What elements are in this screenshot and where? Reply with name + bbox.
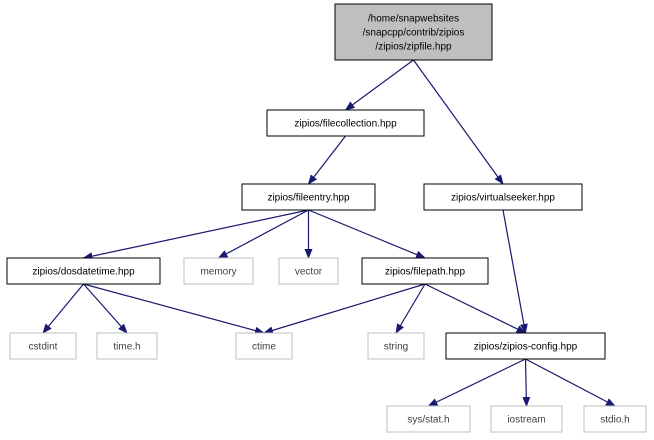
edge-dosdatetime-to-timeh (83, 283, 128, 334)
node-label: zipios/filecollection.hpp (294, 119, 397, 130)
node-string: string (367, 332, 425, 360)
node-label: vector (295, 267, 323, 278)
node-timeh: time.h (96, 332, 158, 360)
node-label: /zipios/zipfile.hpp (375, 42, 452, 53)
edge-filepath-to-ctime (263, 283, 426, 335)
node-label: zipios/virtualseeker.hpp (451, 193, 555, 204)
edge-line (344, 59, 414, 111)
edge-line (502, 209, 528, 334)
edge-zipfile-to-filecollection (344, 59, 414, 111)
edge-filecollection-to-fileentry (307, 135, 346, 185)
node-label: zipios/zipios-config.hpp (474, 342, 578, 353)
node-box (96, 332, 158, 360)
node-label: zipios/dosdatetime.hpp (32, 267, 135, 278)
node-box (490, 405, 563, 433)
node-cstdint: cstdint (9, 332, 77, 360)
edge-line (395, 283, 426, 334)
node-zipfile[interactable]: /home/snapwebsites/snapcpp/contrib/zipio… (334, 3, 493, 61)
node-box (235, 332, 293, 360)
edges-layer (42, 59, 616, 407)
node-iostream: iostream (490, 405, 563, 433)
edge-line (522, 358, 531, 407)
node-label: zipios/fileentry.hpp (267, 193, 350, 204)
node-box (423, 183, 583, 211)
node-label: sys/stat.h (407, 415, 449, 426)
node-box (367, 332, 425, 360)
node-label: time.h (113, 342, 140, 353)
edge-zipiosconfig-to-sysstat (427, 358, 526, 407)
node-filecollection[interactable]: zipios/filecollection.hpp (266, 109, 425, 137)
node-box (266, 109, 425, 137)
node-box (278, 257, 339, 285)
edge-line (83, 283, 265, 335)
nodes-layer: /home/snapwebsites/snapcpp/contrib/zipio… (6, 3, 647, 433)
edge-fileentry-to-dosdatetime (82, 209, 309, 261)
node-vector: vector (278, 257, 339, 285)
node-fileentry[interactable]: zipios/fileentry.hpp (241, 183, 376, 211)
node-dosdatetime[interactable]: zipios/dosdatetime.hpp (6, 257, 161, 285)
node-label: iostream (507, 415, 545, 426)
node-box (386, 405, 471, 433)
node-label: /home/snapwebsites (368, 14, 459, 25)
node-ctime: ctime (235, 332, 293, 360)
edge-dosdatetime-to-ctime (83, 283, 265, 335)
node-virtualseeker[interactable]: zipios/virtualseeker.hpp (423, 183, 583, 211)
edge-zipfile-to-virtualseeker (413, 59, 504, 185)
edge-virtualseeker-to-zipiosconfig (502, 209, 528, 334)
edge-line (525, 358, 616, 407)
node-box (6, 257, 161, 285)
edge-line (263, 283, 426, 335)
edge-filepath-to-string (395, 283, 426, 334)
edge-line (308, 209, 426, 259)
node-label: ctime (252, 342, 276, 353)
node-memory: memory (183, 257, 254, 285)
edge-line (413, 59, 504, 185)
edge-line (217, 209, 309, 259)
edge-dosdatetime-to-cstdint (42, 283, 84, 334)
node-box (361, 257, 489, 285)
node-box (583, 405, 647, 433)
edge-zipiosconfig-to-iostream (522, 358, 531, 407)
edge-line (83, 283, 128, 334)
edge-filepath-to-zipiosconfig (424, 283, 527, 334)
edge-fileentry-to-filepath (308, 209, 426, 259)
edge-line (42, 283, 84, 334)
node-label: string (384, 342, 408, 353)
edge-line (424, 283, 527, 334)
node-zipiosconfig[interactable]: zipios/zipios-config.hpp (445, 332, 606, 360)
edge-line (82, 209, 309, 261)
node-label: /snapcpp/contrib/zipios (363, 28, 465, 39)
edge-line (307, 135, 346, 185)
node-box (241, 183, 376, 211)
node-label: memory (200, 267, 236, 278)
edge-line (427, 358, 526, 407)
node-box (334, 3, 493, 61)
node-sysstat: sys/stat.h (386, 405, 471, 433)
node-label: stdio.h (600, 415, 629, 426)
node-label: zipios/filepath.hpp (385, 267, 465, 278)
node-label: cstdint (29, 342, 58, 353)
node-stdioh: stdio.h (583, 405, 647, 433)
node-box (183, 257, 254, 285)
edge-fileentry-to-memory (217, 209, 309, 259)
edge-zipiosconfig-to-stdioh (525, 358, 616, 407)
node-filepath[interactable]: zipios/filepath.hpp (361, 257, 489, 285)
node-box (445, 332, 606, 360)
node-box (9, 332, 77, 360)
